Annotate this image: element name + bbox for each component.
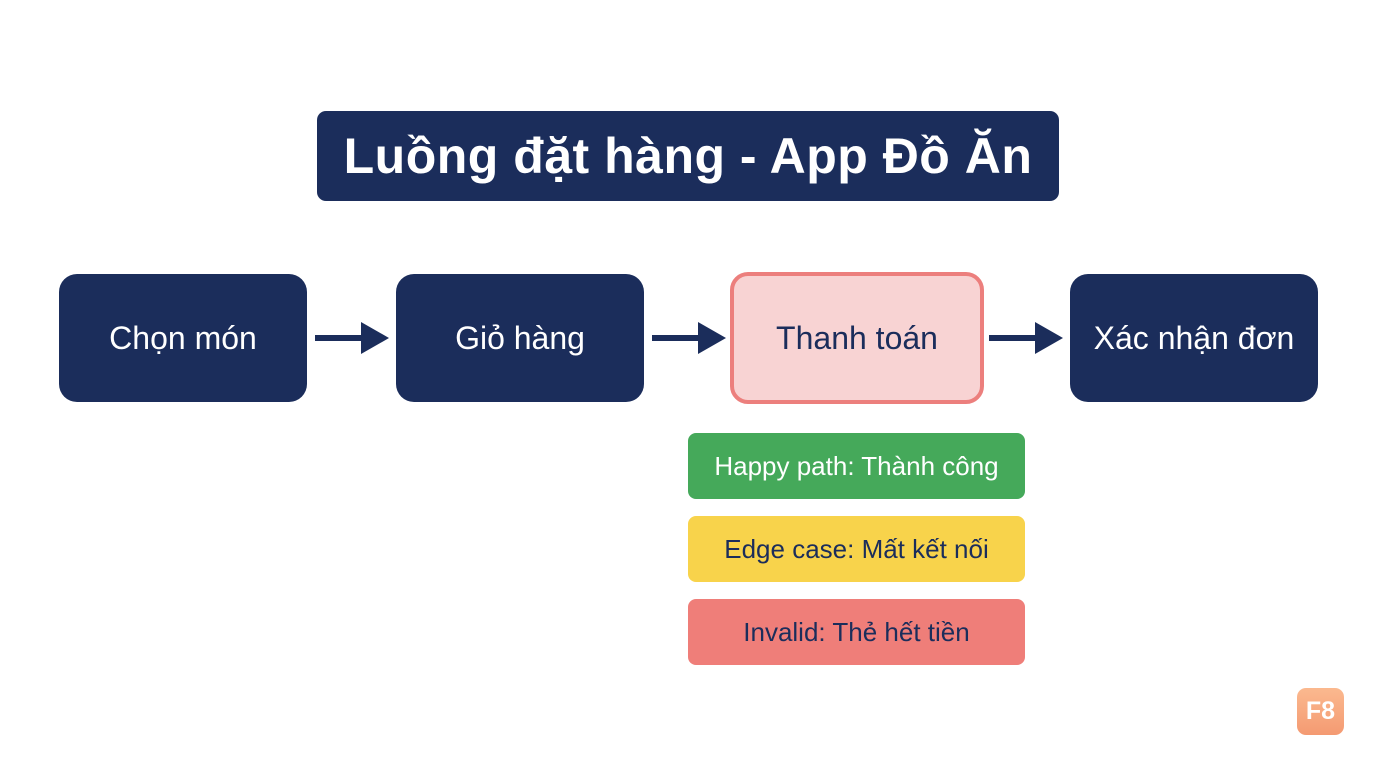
diagram-title: Luồng đặt hàng - App Đồ Ăn — [317, 111, 1059, 201]
f8-logo: F8 — [1297, 688, 1344, 735]
arrow-right-icon — [652, 322, 726, 354]
step-chon-mon: Chọn món — [59, 274, 307, 402]
step-gio-hang: Giỏ hàng — [396, 274, 644, 402]
case-invalid: Invalid: Thẻ hết tiền — [688, 599, 1025, 665]
step-thanh-toan: Thanh toán — [730, 272, 984, 404]
step-xac-nhan-don: Xác nhận đơn — [1070, 274, 1318, 402]
case-edge-case: Edge case: Mất kết nối — [688, 516, 1025, 582]
arrow-right-icon — [315, 322, 389, 354]
arrow-right-icon — [989, 322, 1063, 354]
case-happy-path: Happy path: Thành công — [688, 433, 1025, 499]
